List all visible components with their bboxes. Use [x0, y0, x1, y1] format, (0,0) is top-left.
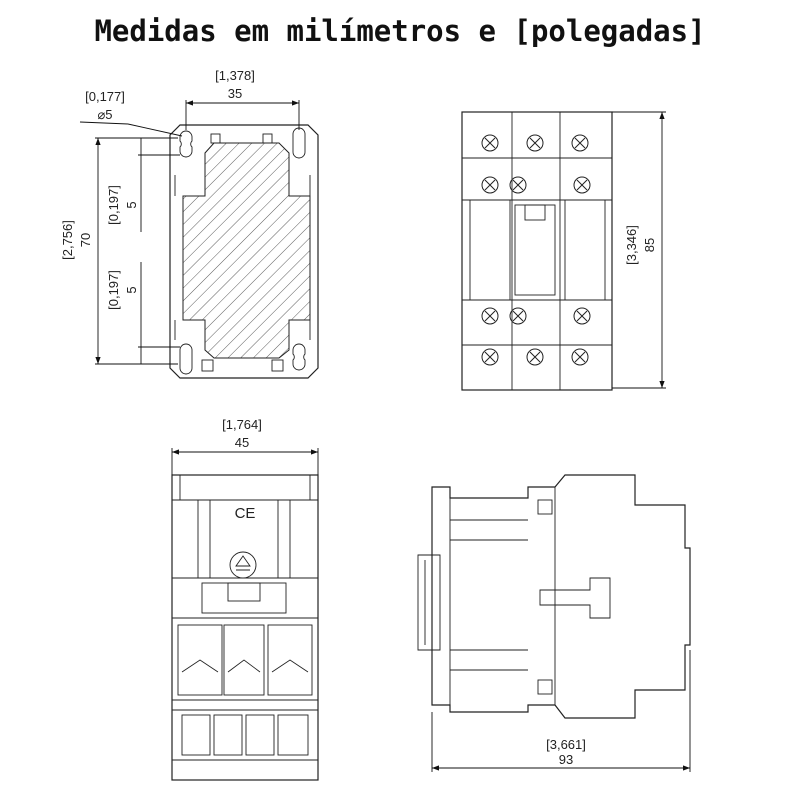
width-inches: [1,764]	[222, 417, 262, 432]
bottom-offset-inches: [0,197]	[106, 270, 121, 310]
width-mm: 45	[235, 435, 249, 450]
height-inches: [3,346]	[624, 225, 639, 265]
view-front: [3,346] 85	[461, 111, 666, 391]
page-title: Medidas em milímetros e [polegadas]	[94, 14, 706, 48]
view-mounting-plate: [1,378] 35 [0,177] ⌀5 [2,756] 70 [0,197]…	[60, 68, 319, 379]
top-offset-mm: 5	[124, 201, 139, 208]
hole-diameter-mm: ⌀5	[97, 107, 112, 122]
depth-inches: [3,661]	[546, 737, 586, 752]
ce-mark: CE	[235, 505, 256, 522]
plate-width-mm: 35	[228, 86, 242, 101]
top-offset-inches: [0,197]	[106, 185, 121, 225]
plate-width-inches: [1,378]	[215, 68, 255, 83]
terminal-screws	[481, 134, 591, 366]
view-top: CE [1,764] 45	[171, 417, 319, 781]
depth-mm: 93	[559, 752, 573, 767]
plate-height-inches: [2,756]	[60, 220, 75, 260]
view-side: [3,661] 93	[417, 474, 691, 772]
hole-diameter-inches: [0,177]	[85, 89, 125, 104]
height-mm: 85	[642, 238, 657, 252]
bottom-offset-mm: 5	[124, 286, 139, 293]
plate-height-mm: 70	[78, 233, 93, 247]
